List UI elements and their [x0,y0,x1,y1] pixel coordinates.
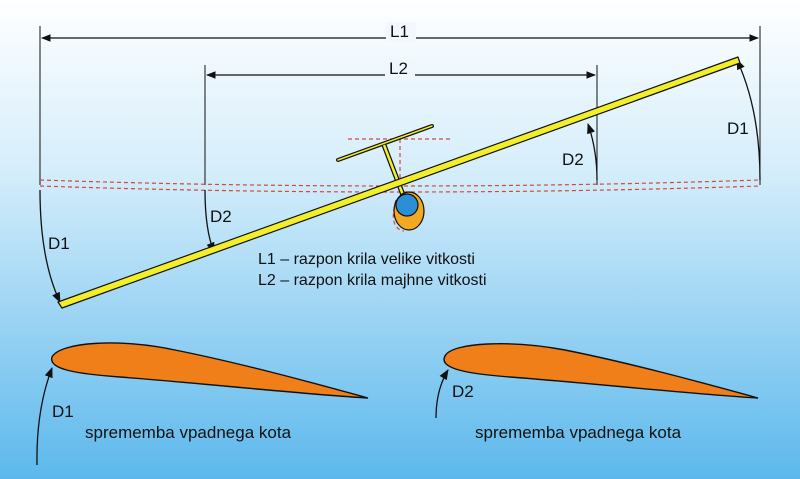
l1-dimension: L1 [39,22,761,185]
airfoil-1: D1 sprememba vpadnega kota [36,342,369,466]
l1-label: L1 [390,22,409,41]
d2-label-right: D2 [562,150,584,169]
d1-label-right: D1 [727,119,749,138]
airfoil-2: D2 sprememba vpadnega kota [435,343,759,442]
legend-line-2: L2 – razpon krila majhne vitkosti [258,272,487,289]
d2-label-left: D2 [210,207,232,226]
tilted-wing [57,56,741,309]
airfoil-1-angle-label: D1 [52,402,74,421]
angle-arcs [39,59,761,303]
airfoil-1-caption: sprememba vpadnega kota [85,423,292,442]
airfoil-2-angle-label: D2 [452,382,474,401]
glider-tail [336,124,434,196]
l2-label: L2 [389,59,408,78]
legend-line-1: L1 – razpon krila velike vitkosti [258,251,475,268]
glider-fuselage [393,191,425,231]
airfoil-2-caption: sprememba vpadnega kota [475,423,682,442]
d1-label-left: D1 [48,234,70,253]
